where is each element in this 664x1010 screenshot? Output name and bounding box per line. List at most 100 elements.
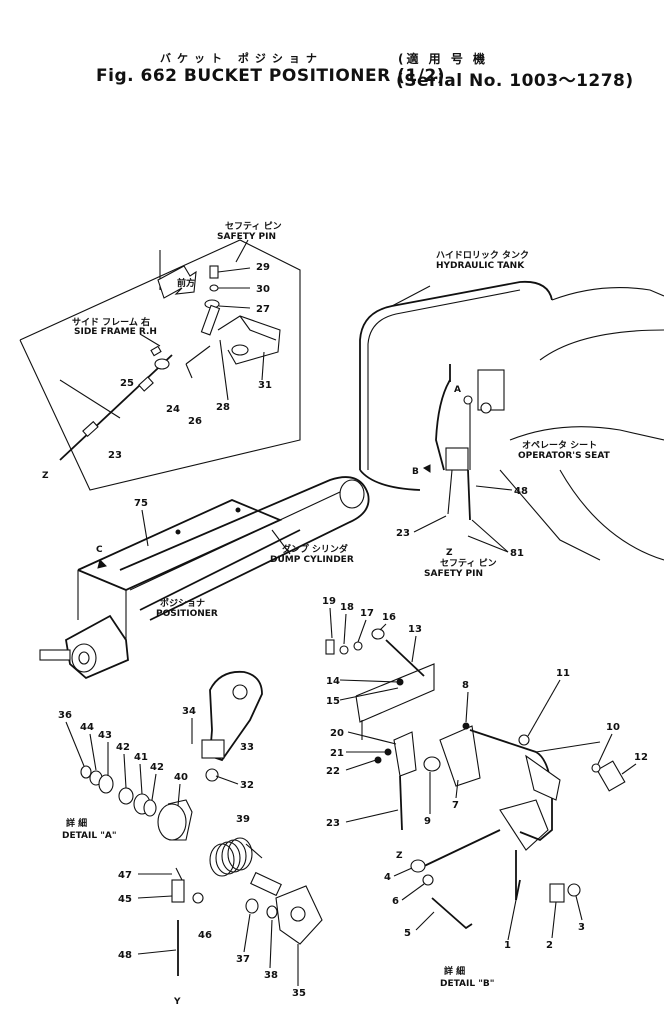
detail-a-jp-label: 詳 細 (66, 817, 87, 829)
cylinder-end-yoke (39, 614, 129, 680)
part-19-label: 19 (322, 596, 336, 607)
op-seat-jp-label: オペレータ シート (522, 439, 597, 451)
positioner-linkage (435, 364, 505, 521)
forward-arrow-icon (157, 265, 197, 299)
part-43-label: 43 (98, 730, 112, 741)
part-23-label: 23 (108, 450, 122, 461)
positioner-housing-75 (77, 499, 283, 640)
part-3-label: 3 (578, 922, 585, 933)
detail-a-bracket (201, 670, 263, 782)
detail-b-plate (355, 663, 435, 740)
part-39-label: 39 (236, 814, 250, 825)
part-10-label: 10 (606, 722, 620, 733)
part-44-label: 44 (80, 722, 94, 733)
part-28-label: 28 (216, 402, 230, 413)
ref-z-inset: Z (42, 471, 49, 481)
title-japanese: バケット ポジショナ (160, 52, 323, 65)
detail-b-jp-label: 詳 細 (444, 965, 465, 977)
detail-b-lever-bracket (410, 729, 626, 930)
ref-c: C (96, 545, 103, 555)
part-27-label: 27 (256, 304, 270, 315)
hydraulic-tank-label: HYDRAULIC TANK (436, 261, 525, 271)
part-36-label: 36 (58, 710, 72, 721)
part-20-label: 20 (330, 728, 344, 739)
part-21-label: 21 (330, 748, 344, 759)
part-5-label: 5 (404, 928, 411, 939)
part-41-label: 41 (134, 752, 148, 763)
safety-pin-label: SAFETY PIN (217, 232, 276, 242)
ref-y: Y (173, 997, 181, 1007)
control-rod-23 (59, 345, 211, 461)
part-23-tank-label: 23 (396, 528, 410, 539)
part-29-label: 29 (256, 262, 270, 273)
part-12-label: 12 (634, 752, 648, 763)
part-47-label: 47 (118, 870, 132, 881)
serial-range: (Serial No. 1003～1278) (396, 71, 634, 91)
part-48-label: 48 (118, 950, 132, 961)
safety-pin-bolt (200, 265, 251, 336)
dump-cylinder (119, 476, 370, 621)
part-32-label: 32 (240, 780, 254, 791)
part-16-label: 16 (382, 612, 396, 623)
operator-seat-label: OPERATOR'S SEAT (518, 451, 611, 461)
dump-cylinder-label: DUMP CYLINDER (270, 555, 354, 565)
part-34-label: 34 (182, 706, 196, 717)
part-11-label: 11 (556, 668, 570, 679)
safety-pin-2-jp-label: セフティ ピン (440, 557, 497, 569)
part-18-label: 18 (340, 602, 354, 613)
positioner-label: POSITIONER (156, 609, 218, 619)
part-4-label: 4 (384, 872, 391, 883)
operator-seat-outline (499, 287, 664, 561)
dump-cyl-jp-label: ダンプ シリンダ (282, 543, 348, 555)
part-17-label: 17 (360, 608, 374, 619)
bracket-part-31 (217, 315, 281, 381)
part-48-tank-label: 48 (514, 486, 528, 497)
ref-b: B (412, 467, 419, 477)
part-7-label: 7 (452, 800, 459, 811)
part-22-label: 22 (326, 766, 340, 777)
part-14-label: 14 (326, 676, 340, 687)
torsion-spring-39 (209, 837, 263, 877)
part-6-label: 6 (392, 896, 399, 907)
hyd-tank-jp-label: ハイドロリック タンク (436, 249, 529, 261)
part-1-label: 1 (504, 940, 511, 951)
safety-pin-2-label: SAFETY PIN (424, 569, 483, 579)
part-37-label: 37 (236, 954, 250, 965)
part-38-label: 38 (264, 970, 278, 981)
part-30-label: 30 (256, 284, 270, 295)
forward-label: 前方 (177, 277, 195, 289)
part-42b-label: 42 (150, 762, 164, 773)
serial-japanese: (適 用 号 機 (398, 52, 489, 66)
ref-z-detail-b: Z (396, 851, 403, 861)
part-9-label: 9 (424, 816, 431, 827)
figure-title: Fig. 662 BUCKET POSITIONER (1/2) (96, 66, 446, 86)
part-25-label: 25 (120, 378, 134, 389)
detail-a-shaft-35 (192, 871, 323, 945)
detail-a-label: DETAIL "A" (62, 831, 117, 841)
ref-a: A (454, 385, 461, 395)
part-8-label: 8 (462, 680, 469, 691)
part-45-label: 45 (118, 894, 132, 905)
side-frame-label: SIDE FRAME R.H (74, 327, 157, 337)
detail-b-rod-13 (325, 628, 425, 686)
part-75-label: 75 (134, 498, 148, 509)
part-13-label: 13 (408, 624, 422, 635)
hydraulic-tank-outline (359, 280, 553, 491)
side-frame-jp-label: サイド フレーム 右 (72, 316, 150, 328)
part-31-label: 31 (258, 380, 272, 391)
part-40-label: 40 (174, 772, 188, 783)
part-81-label: 81 (510, 548, 524, 559)
inset-border (19, 239, 301, 491)
part-23-detail-b-label: 23 (326, 818, 340, 829)
part-42a-label: 42 (116, 742, 130, 753)
ref-z-tank: Z (446, 548, 453, 558)
positioner-jp-label: ポジショナ (160, 597, 205, 609)
detail-a-pin-48 (171, 867, 185, 976)
safety-pin-jp-label: セフティ ピン (225, 220, 282, 232)
detail-b-linkage (374, 722, 481, 831)
detail-b-label: DETAIL "B" (440, 979, 494, 989)
part-46-label: 46 (198, 930, 212, 941)
part-15-label: 15 (326, 696, 340, 707)
part-2-label: 2 (546, 940, 553, 951)
